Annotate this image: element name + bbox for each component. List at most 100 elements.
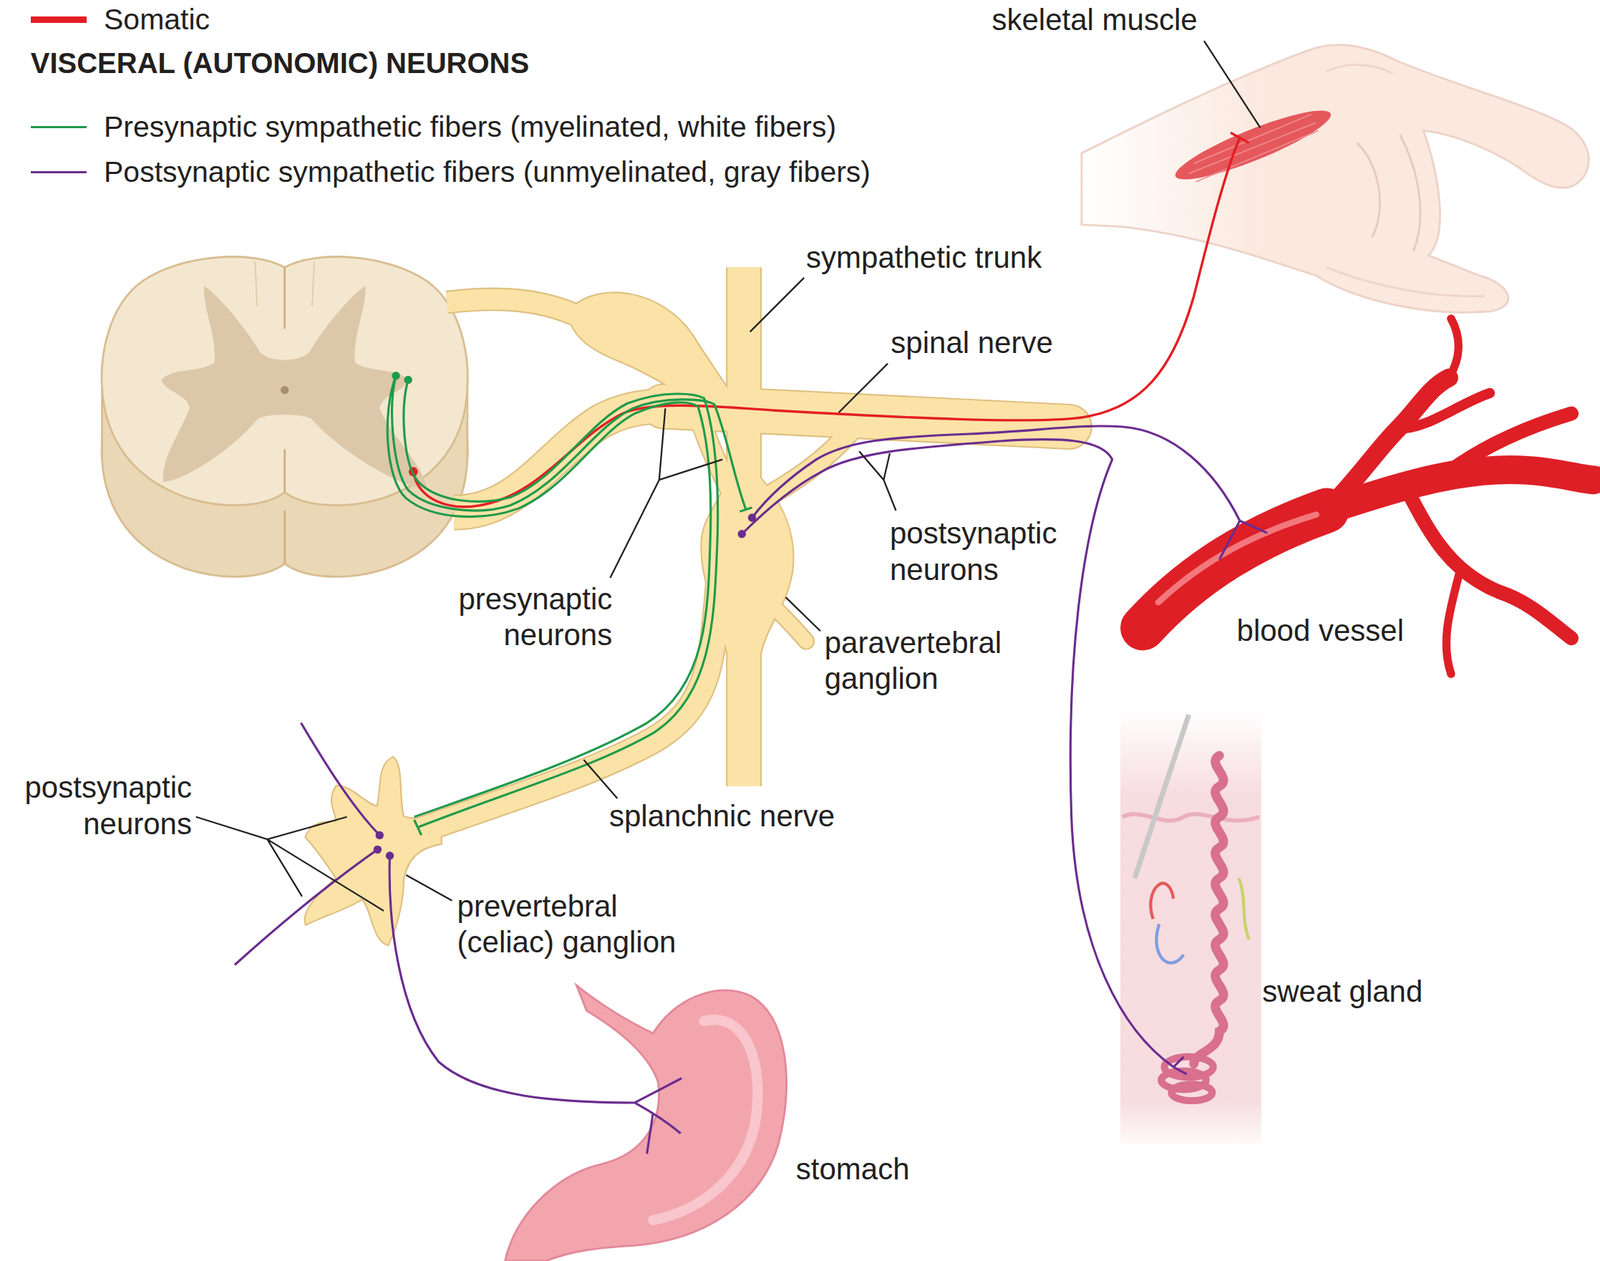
stomach-illustration <box>505 985 787 1261</box>
part-label: splanchnic nerve <box>609 798 835 835</box>
presynaptic-fiber <box>403 379 719 827</box>
legend-item: Somatic <box>30 2 210 38</box>
leader-line <box>839 363 888 413</box>
spinal-cord <box>283 448 286 492</box>
nerve <box>305 267 1070 945</box>
nerve-outline <box>662 406 1069 428</box>
sweat-gland-illustration <box>1134 714 1190 878</box>
legend-label: Somatic <box>103 2 210 38</box>
sweat-gland-illustration <box>1171 1083 1212 1101</box>
part-label: postsynaptic neurons <box>889 515 1076 588</box>
blood-vessel-illustration <box>1408 491 1572 638</box>
legend-line-sample <box>30 125 87 129</box>
presynaptic-fiber <box>391 371 400 380</box>
leader-line <box>859 451 896 511</box>
leader-line <box>405 874 452 901</box>
legend-swatch <box>30 16 87 23</box>
nerve <box>777 610 807 642</box>
nerve <box>305 757 441 945</box>
hand-illustration <box>1357 143 1381 237</box>
stomach-illustration <box>505 985 787 1261</box>
hand-illustration <box>1326 64 1394 74</box>
leader-line <box>786 597 821 631</box>
nerve-outline <box>757 428 854 503</box>
organ-label: sweat gland <box>1262 973 1423 1010</box>
sweat-gland-illustration <box>1120 709 1262 1144</box>
blood-vessel-illustration <box>1398 393 1490 429</box>
hand-illustration <box>1081 45 1589 313</box>
spinal-cord <box>101 257 468 506</box>
part-label: sympathetic trunk <box>806 239 1042 276</box>
hand-illustration <box>1400 134 1421 252</box>
presynaptic-fiber <box>403 375 412 384</box>
postsynaptic-fiber <box>234 425 1268 1154</box>
spinal-cord <box>283 510 286 564</box>
blood-vessel-illustration <box>1326 377 1449 511</box>
sweat-gland-illustration <box>1238 877 1249 940</box>
presynaptic-fiber <box>739 507 752 512</box>
part-label: paravertebral ganglion <box>824 624 1040 698</box>
nerve-outline <box>446 299 584 319</box>
postsynaptic-fiber <box>1219 520 1268 560</box>
legend-item: Presynaptic sympathetic fibers (myelinat… <box>30 109 837 145</box>
spinal-cord <box>254 261 258 307</box>
spinal-cord <box>161 285 427 488</box>
legend-item: Postsynaptic sympathetic fibers (unmyeli… <box>30 154 871 190</box>
nerve <box>446 299 584 319</box>
blood-vessel-illustration <box>1142 318 1594 674</box>
spinal-cord <box>283 267 286 330</box>
part-label: spinal nerve <box>890 325 1053 361</box>
part-label: presynaptic neurons <box>440 581 613 654</box>
hand-illustration <box>1326 267 1485 297</box>
postsynaptic-fiber <box>375 831 384 840</box>
leader-line <box>583 759 618 799</box>
legend-label: Presynaptic sympathetic fibers (myelinat… <box>103 109 837 145</box>
hand-illustration <box>1189 114 1319 182</box>
postsynaptic-fiber <box>741 439 1174 1067</box>
nerve <box>662 406 1069 428</box>
legend-heading: VISCERAL (AUTONOMIC) NEURONS <box>30 45 530 81</box>
blood-vessel-illustration <box>1158 514 1317 603</box>
postsynaptic-fiber <box>385 851 394 860</box>
stomach-illustration <box>652 1019 758 1220</box>
part-label: postsynaptic neurons <box>11 769 192 842</box>
leader-line <box>609 408 723 578</box>
nerve-outline <box>305 757 441 945</box>
sweat-gland-illustration <box>1122 813 1260 821</box>
blood-vessel-illustration <box>1142 510 1327 628</box>
organ-label: stomach <box>796 1151 910 1187</box>
somatic-fiber <box>413 137 1240 507</box>
leader-line <box>750 277 805 333</box>
blood-vessel-illustration <box>1448 413 1572 472</box>
postsynaptic-fiber <box>373 845 382 854</box>
hand-illustration <box>1081 45 1589 313</box>
postsynaptic-fiber <box>738 529 746 538</box>
sweat-gland-illustration <box>1194 755 1224 1064</box>
blood-vessel-illustration <box>1448 318 1459 378</box>
postsynaptic-fiber <box>752 425 1240 521</box>
legend-line-sample <box>30 171 87 174</box>
leader-line <box>1204 40 1260 128</box>
spinal-cord <box>280 385 289 394</box>
part-label: prevertebral (celiac) ganglion <box>457 888 701 961</box>
leader-line <box>196 816 384 911</box>
sweat-gland-illustration <box>1120 709 1262 1144</box>
nerve <box>757 428 854 503</box>
postsynaptic-fiber <box>234 849 378 965</box>
somatic-fiber <box>1230 132 1250 143</box>
postsynaptic-fiber <box>748 513 756 522</box>
organ-label: blood vessel <box>1237 612 1404 649</box>
postsynaptic-fiber <box>634 1078 683 1155</box>
nerve-outline <box>777 610 807 642</box>
blood-vessel-illustration <box>1446 573 1459 674</box>
hand-illustration <box>1169 99 1337 191</box>
spinal-cord <box>101 257 468 578</box>
organ-label: skeletal muscle <box>991 2 1197 38</box>
sweat-gland-illustration <box>1156 923 1184 963</box>
legend-label: Postsynaptic sympathetic fibers (unmyeli… <box>103 154 871 190</box>
nerve-outline <box>305 267 1070 945</box>
spinal-cord <box>312 261 315 307</box>
postsynaptic-fiber <box>1173 1056 1187 1074</box>
sweat-gland-illustration <box>1150 883 1174 920</box>
presynaptic-fiber <box>387 371 752 835</box>
